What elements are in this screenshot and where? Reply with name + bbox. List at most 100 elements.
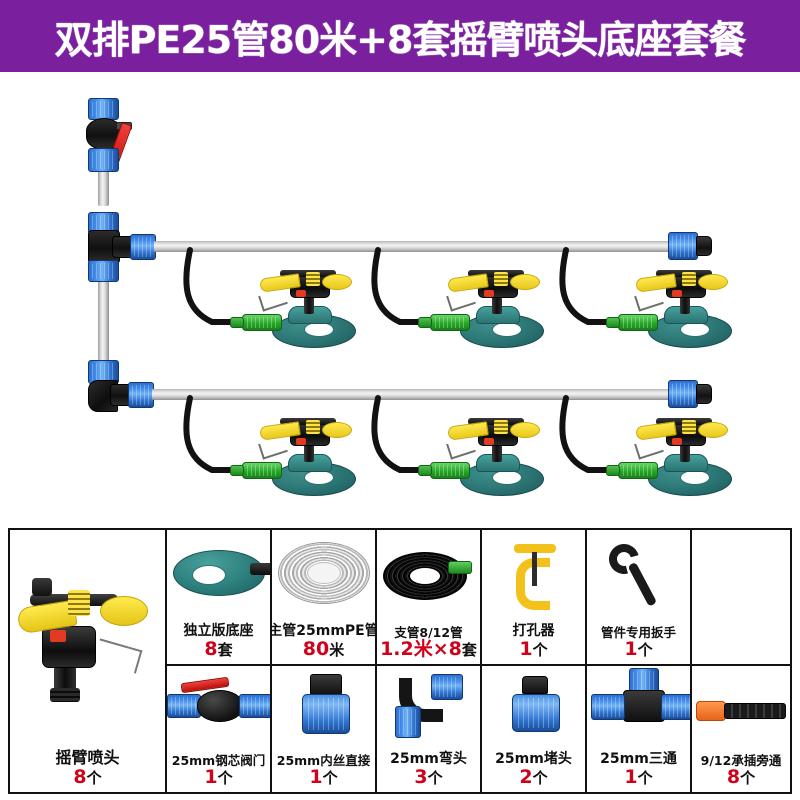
parts-cell-label: 摇臂喷头 bbox=[55, 748, 120, 768]
qty-number: 1.2米×8 bbox=[380, 638, 462, 661]
pe-pipe-coil-icon bbox=[272, 530, 375, 624]
sprinkler-yellow-wing-right bbox=[322, 422, 352, 438]
qty-unit: 个 bbox=[637, 769, 653, 788]
parts-cell-r2c3[interactable]: 25mm弯头 3个 bbox=[377, 666, 482, 792]
sprinkler-spring bbox=[494, 272, 508, 286]
sprinkler-red-tab bbox=[672, 438, 682, 445]
sprinkler-yellow-wing-right bbox=[698, 422, 728, 438]
sprinkler-base-hole bbox=[492, 470, 522, 485]
end-cap-upper bbox=[696, 236, 712, 256]
parts-cell-qty: 8个 bbox=[727, 767, 755, 788]
sprinkler-red-tab bbox=[296, 290, 306, 297]
parts-cell-r1c4[interactable]: 打孔器 1个 bbox=[482, 530, 587, 666]
lateral-pipe-lower bbox=[152, 389, 692, 400]
parts-cell-r1c3[interactable]: 支管8/12管 1.2米×8套 bbox=[377, 530, 482, 666]
parts-cell-label: 打孔器 bbox=[512, 623, 555, 640]
sprinkler-stem bbox=[680, 294, 690, 314]
tee-nut-branch-upper bbox=[130, 234, 156, 260]
ball-valve-icon bbox=[167, 666, 270, 754]
green-quick-connector bbox=[430, 462, 470, 479]
parts-cell-label: 25mm堵头 bbox=[495, 751, 572, 768]
parts-cell-r2c6[interactable]: 9/12承插旁通 8个 bbox=[692, 666, 790, 792]
qty-number: 1 bbox=[624, 766, 638, 789]
end-cap-nut-upper bbox=[668, 232, 698, 260]
sprinkler-base-hole bbox=[680, 470, 710, 485]
parts-cell-qty: 1个 bbox=[519, 639, 547, 660]
sprinkler-assembly-6 bbox=[606, 410, 732, 496]
branch-hoses-upper bbox=[183, 247, 627, 473]
qty-number: 2 bbox=[519, 766, 533, 789]
empty-cell bbox=[692, 530, 790, 660]
parts-cell-r1c1[interactable]: 独立版底座 8套 bbox=[167, 530, 272, 666]
sprinkler-spring bbox=[306, 272, 320, 286]
elbow-fitting-icon bbox=[377, 666, 480, 752]
parts-cell-r2c1[interactable]: 25mm钢芯阀门 1个 bbox=[167, 666, 272, 792]
parts-cell-qty: 80米 bbox=[303, 639, 344, 660]
sprinkler-spring bbox=[494, 420, 508, 434]
parts-cell-label: 25mm内丝直接 bbox=[276, 752, 371, 768]
impact-sprinkler-icon bbox=[10, 530, 165, 750]
parts-cell-qty: 8套 bbox=[204, 639, 232, 660]
sprinkler-assembly-5 bbox=[418, 410, 544, 496]
sprinkler-assembly-4 bbox=[230, 410, 356, 496]
parts-cell-label: 独立版底座 bbox=[183, 623, 254, 640]
green-quick-connector bbox=[618, 314, 658, 331]
green-quick-connector bbox=[618, 462, 658, 479]
qty-unit: 个 bbox=[532, 641, 548, 660]
sprinkler-stem bbox=[680, 442, 690, 462]
lateral-pipe-upper bbox=[154, 241, 692, 252]
sprinkler-head-icon bbox=[167, 530, 270, 624]
parts-cell-label: 25mm三通 bbox=[600, 751, 677, 768]
parts-cell-r2c5[interactable]: 25mm三通 1个 bbox=[587, 666, 692, 792]
sprinkler-wire bbox=[634, 288, 664, 312]
parts-cell-r1c6-empty bbox=[692, 530, 790, 666]
sprinkler-wire bbox=[258, 288, 288, 312]
sprinkler-stem bbox=[304, 442, 314, 462]
sprinkler-wire bbox=[258, 436, 288, 460]
parts-cell-r2c4[interactable]: 25mm堵头 2个 bbox=[482, 666, 587, 792]
parts-cell-r1c2[interactable]: 主管25mmPE管 80米 bbox=[272, 530, 377, 666]
parts-cell-qty: 2个 bbox=[519, 767, 547, 788]
hole-punch-icon bbox=[482, 530, 585, 624]
parts-cell-label: 25mm弯头 bbox=[390, 751, 467, 768]
sprinkler-yellow-wing-right bbox=[322, 274, 352, 290]
sprinkler-stem bbox=[492, 442, 502, 462]
end-cap-icon bbox=[482, 666, 585, 752]
qty-unit: 个 bbox=[427, 769, 443, 788]
parts-cell-label: 支管8/12管 bbox=[394, 624, 463, 640]
end-cap-lower bbox=[696, 384, 712, 404]
title-banner: 双排PE25管80米+8套摇臂喷头底座套餐 bbox=[0, 0, 800, 72]
green-connector-tip bbox=[230, 465, 244, 476]
parts-cell-r2c2[interactable]: 25mm内丝直接 1个 bbox=[272, 666, 377, 792]
parts-cell-r1c5[interactable]: 管件专用扳手 1个 bbox=[587, 530, 692, 666]
qty-unit: 个 bbox=[532, 769, 548, 788]
qty-number: 1 bbox=[519, 638, 533, 661]
parts-cell-label: 主管25mmPE管 bbox=[272, 623, 377, 640]
qty-number: 1 bbox=[309, 766, 323, 789]
qty-number: 8 bbox=[204, 638, 218, 661]
branch-hose-coil-icon bbox=[377, 530, 480, 626]
sprinkler-red-tab bbox=[484, 290, 494, 297]
valve-nut-lower bbox=[88, 148, 119, 172]
parts-cell-hero[interactable]: 摇臂喷头 8个 bbox=[10, 530, 167, 792]
sprinkler-red-tab bbox=[672, 290, 682, 297]
parts-cell-qty: 1.2米×8套 bbox=[380, 639, 477, 660]
female-thread-coupler-icon bbox=[272, 666, 375, 754]
qty-number: 3 bbox=[414, 766, 428, 789]
qty-number: 8 bbox=[726, 766, 741, 789]
qty-unit: 套 bbox=[461, 641, 477, 660]
parts-cell-qty: 1个 bbox=[624, 767, 652, 788]
parts-cell-qty: 1个 bbox=[204, 767, 232, 788]
irrigation-layout-diagram bbox=[0, 72, 800, 522]
sprinkler-red-tab bbox=[296, 438, 306, 445]
qty-unit: 米 bbox=[329, 641, 345, 660]
sprinkler-yellow-wing-right bbox=[510, 274, 540, 290]
qty-number: 80 bbox=[302, 638, 330, 661]
green-connector-tip bbox=[418, 317, 432, 328]
parts-cell-qty: 3个 bbox=[414, 767, 442, 788]
qty-number: 8 bbox=[73, 766, 87, 789]
sprinkler-base-hole bbox=[304, 470, 334, 485]
green-quick-connector bbox=[430, 314, 470, 331]
parts-cell-label: 管件专用扳手 bbox=[600, 624, 676, 640]
